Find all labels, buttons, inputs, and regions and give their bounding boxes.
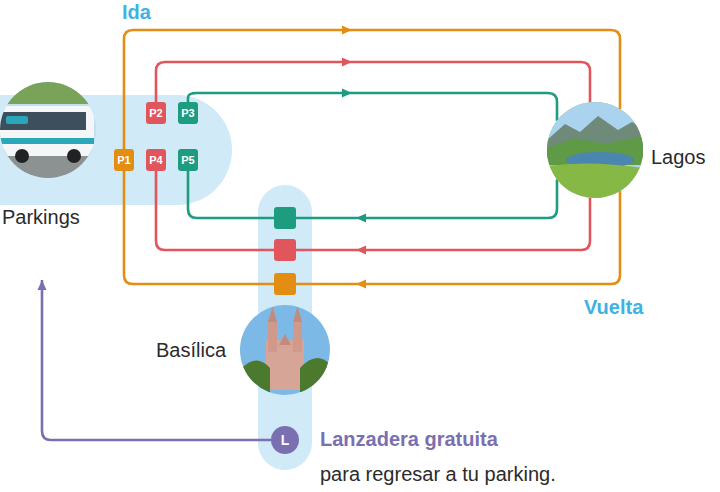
photo-trees <box>300 358 330 395</box>
parking-number: P5 <box>178 149 198 171</box>
shuttle-heading: Lanzadera gratuita <box>320 427 498 451</box>
route-path <box>312 198 590 250</box>
photo-mountains <box>547 116 643 160</box>
church-spire <box>268 306 277 322</box>
route-path <box>42 280 271 440</box>
stop-square <box>274 207 296 229</box>
parking-tag: P3 <box>178 102 198 124</box>
parking-tag: P1 <box>114 149 134 171</box>
route-path <box>312 179 557 218</box>
arrow-head <box>356 280 366 289</box>
route-segment <box>258 217 312 220</box>
parking-band: ParkingsP1P2P3P4P5 <box>0 95 232 205</box>
bus-body <box>0 106 94 156</box>
bus-logo <box>6 116 28 124</box>
route-path <box>124 30 620 149</box>
basilica-photo <box>240 305 330 395</box>
bus-wheel <box>15 149 29 163</box>
arrow-head <box>38 280 47 290</box>
photo-meadow <box>547 163 643 198</box>
route-line <box>312 179 557 222</box>
place-name: Lagos <box>651 145 706 169</box>
bus-photo <box>0 82 96 180</box>
parking-tag: P5 <box>178 149 198 171</box>
church-tower <box>268 322 277 352</box>
route-path <box>156 62 590 102</box>
route-path <box>156 171 258 250</box>
parking-tag: P4 <box>146 149 166 171</box>
route-path <box>124 171 258 284</box>
bus-wheel <box>67 149 81 163</box>
route-line <box>156 58 590 103</box>
route-line <box>312 198 590 255</box>
photo-sky <box>547 102 643 198</box>
route-line <box>156 171 258 250</box>
photo-trees <box>0 82 96 104</box>
parking-number: P2 <box>146 102 166 124</box>
route-line <box>188 171 258 218</box>
lakes-circle: Lagos <box>547 102 643 198</box>
photo-sky <box>240 305 330 395</box>
photo-ground <box>0 150 96 180</box>
route-path <box>312 191 620 284</box>
arrow-head <box>342 89 352 98</box>
arrow-head <box>356 214 366 223</box>
church-body <box>266 340 304 390</box>
photo-lake <box>566 152 634 168</box>
shuttle-circle: LLanzadera gratuitapara regresar a tu pa… <box>271 426 299 454</box>
parking-number: P1 <box>114 149 134 171</box>
parking-number: P4 <box>146 149 166 171</box>
route-line <box>188 89 557 121</box>
route-segment <box>258 283 312 286</box>
route-line <box>124 171 258 284</box>
shuttle-note: para regresar a tu parking. <box>320 462 556 486</box>
church-gable <box>279 334 291 345</box>
arrow-head <box>342 58 352 67</box>
route-path <box>188 171 258 218</box>
route-label: Ida <box>122 0 151 24</box>
place-name: Basílica <box>156 338 226 362</box>
route-path <box>188 93 557 121</box>
arrow-head <box>342 26 352 35</box>
church-tower <box>293 322 302 352</box>
stop-square <box>274 273 296 295</box>
parking-tag: P2 <box>146 102 166 124</box>
basilica-band: BasílicaLLanzadera gratuitapara regresar… <box>258 185 312 470</box>
route-label: Vuelta <box>584 295 643 319</box>
bus-stripe <box>0 138 94 144</box>
route-line <box>124 26 620 150</box>
stop-square <box>274 239 296 261</box>
photo-trees <box>240 360 270 395</box>
place-name: Parkings <box>2 205 80 229</box>
bus-windows <box>0 112 86 130</box>
route-line <box>312 191 620 289</box>
photo-sky <box>0 82 96 178</box>
arrow-head <box>356 246 366 255</box>
shuttle-letter: L <box>271 426 299 454</box>
church-spire <box>293 306 302 322</box>
route-segment <box>258 249 312 252</box>
lake-photo <box>547 102 643 198</box>
photo-hills <box>547 136 643 165</box>
parking-number: P3 <box>178 102 198 124</box>
route-line <box>38 280 272 440</box>
